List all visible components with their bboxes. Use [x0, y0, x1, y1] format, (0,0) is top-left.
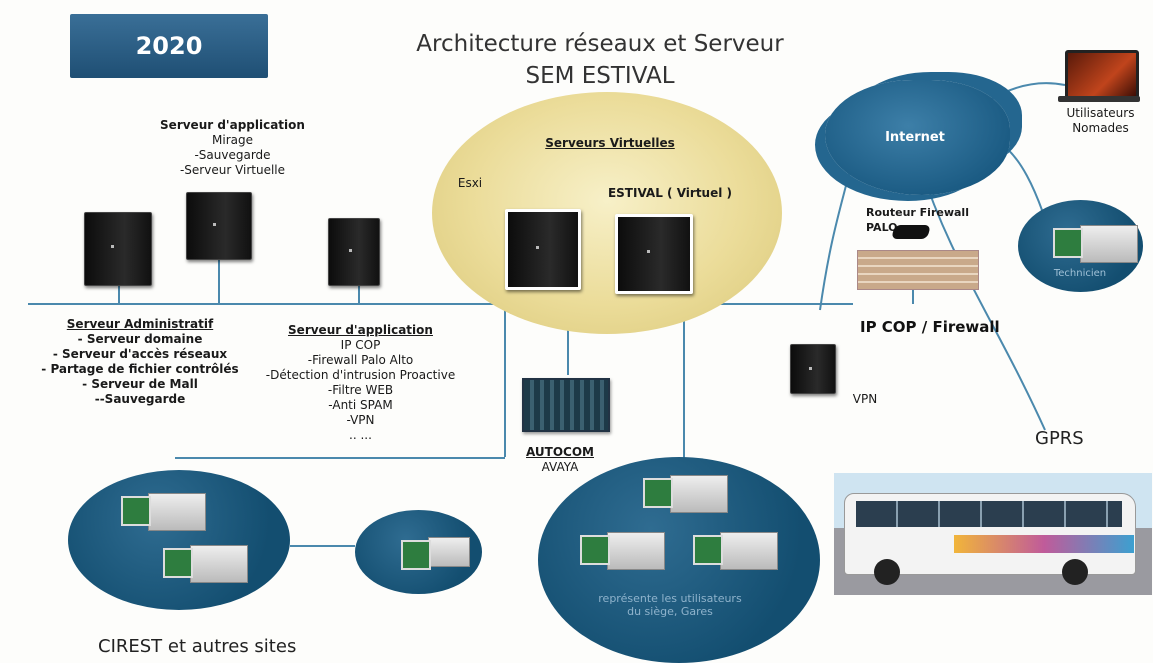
routeur-line2: PALO — [866, 221, 898, 234]
virtual-servers-title: Serveurs Virtuelles — [545, 136, 675, 150]
bus-photo — [834, 473, 1152, 595]
internet-label: Internet — [885, 130, 945, 145]
app-server-mid — [328, 218, 380, 286]
app-server-top-title: Serveur d'application — [160, 118, 305, 132]
cirest-bubble — [68, 470, 290, 610]
autocom-label: AUTOCOM AVAYA — [505, 445, 615, 475]
ipcop-label: IP COP / Firewall — [860, 318, 1000, 336]
app-server-top-item: Mirage — [212, 133, 253, 147]
link-firewall — [912, 288, 914, 304]
year-text: 2020 — [135, 32, 203, 60]
link-server1 — [118, 283, 120, 304]
app-server-top-item: -Serveur Virtuelle — [179, 163, 286, 177]
link-server2 — [218, 258, 220, 304]
gprs-label: GPRS — [1035, 428, 1084, 449]
autocom-device — [522, 378, 610, 432]
hq-users-line1: représente les utilisateurs — [598, 592, 742, 605]
app-server-top — [186, 192, 252, 260]
bus-wheel-front — [874, 559, 900, 585]
small-site-pc-icon — [401, 537, 470, 570]
laptop-base — [1058, 96, 1140, 102]
year-badge: 2020 — [70, 14, 268, 78]
bus-stripe — [954, 535, 1134, 553]
app-server-top-label: Serveur d'application Mirage -Sauvegarde… — [140, 118, 325, 178]
admin-server-title: Serveur Administratif — [66, 317, 214, 331]
link-site-v — [683, 303, 685, 458]
router-icon — [891, 225, 931, 239]
link-cirest-v — [504, 303, 506, 457]
app-server-mid-item: -Anti SPAM — [328, 398, 393, 412]
backbone-line — [28, 303, 853, 305]
link-autocom — [567, 303, 569, 375]
technicien-pc-icon — [1053, 225, 1138, 263]
app-server-mid-item: -Détection d'intrusion Proactive — [265, 368, 456, 382]
page-title: Architecture réseaux et Serveur SEM ESTI… — [340, 28, 860, 92]
technicien-label: Technicien — [1053, 268, 1107, 279]
app-server-mid-item: -Filtre WEB — [327, 383, 394, 397]
hq-users-line2: du siège, Gares — [627, 605, 713, 618]
admin-server-label: Serveur Administratif - Serveur domaine … — [30, 317, 250, 407]
nomades-line1: Utilisateurs — [1066, 106, 1135, 120]
admin-server-item: --Sauvegarde — [94, 392, 186, 406]
routeur-line1: Routeur Firewall — [866, 206, 969, 219]
firewall-icon — [857, 250, 979, 290]
link-server3 — [358, 283, 360, 304]
esxi-server — [505, 209, 581, 290]
cirest-pc-icon-2 — [163, 545, 248, 583]
cirest-pc-icon-1 — [121, 493, 206, 531]
admin-server-item: - Serveur domaine — [77, 332, 203, 346]
estival-server — [615, 214, 693, 294]
admin-server-item: - Partage de fichier contrôlés — [41, 362, 239, 376]
app-server-mid-item: -VPN — [346, 413, 375, 427]
app-server-mid-label: Serveur d'application IP COP -Firewall P… — [243, 323, 478, 443]
esxi-label: Esxi — [457, 176, 483, 190]
admin-server-item: - Serveur d'accès réseaux — [52, 347, 228, 361]
hq-pc-icon-1 — [643, 475, 728, 513]
hq-users-label: représente les utilisateurs du siège, Ga… — [560, 592, 780, 618]
internet-cloud — [825, 80, 1010, 195]
app-server-mid-item: .. ... — [349, 428, 372, 442]
app-server-top-item: -Sauvegarde — [194, 148, 271, 162]
app-server-mid-item: IP COP — [340, 338, 381, 352]
vpn-server — [790, 344, 836, 394]
virtual-servers-ellipse — [432, 92, 782, 334]
nomades-line2: Nomades — [1072, 121, 1129, 135]
title-line1: Architecture réseaux et Serveur — [416, 31, 784, 57]
hq-pc-icon-2 — [580, 532, 665, 570]
cirest-label: CIREST et autres sites — [98, 636, 297, 657]
app-server-mid-item: -Firewall Palo Alto — [307, 353, 414, 367]
title-line2: SEM ESTIVAL — [525, 63, 675, 89]
hq-pc-icon-3 — [693, 532, 778, 570]
vpn-label: VPN — [852, 392, 878, 406]
bus-wheel-rear — [1062, 559, 1088, 585]
bus-windows — [856, 501, 1122, 527]
link-bubbles — [290, 545, 355, 547]
admin-server — [84, 212, 152, 286]
admin-server-item: - Serveur de Mall — [82, 377, 198, 391]
laptop-icon — [1065, 50, 1139, 100]
link-cirest-h — [175, 457, 505, 459]
nomades-label: Utilisateurs Nomades — [1053, 106, 1148, 136]
app-server-mid-title: Serveur d'application — [288, 323, 433, 337]
autocom-sub: AVAYA — [541, 460, 579, 474]
routeur-label: Routeur Firewall PALO — [866, 205, 986, 235]
estival-label: ESTIVAL ( Virtuel ) — [607, 186, 733, 200]
autocom-title: AUTOCOM — [526, 445, 594, 459]
